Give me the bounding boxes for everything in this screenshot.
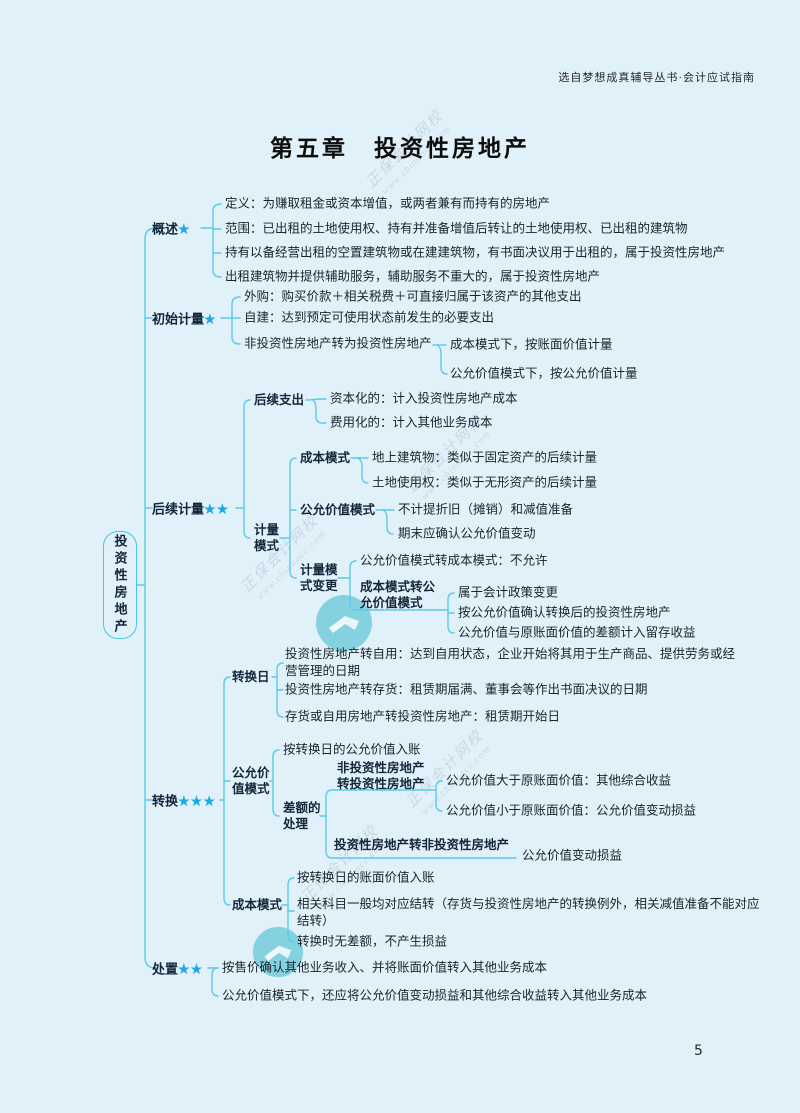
importance-stars: ★: [204, 311, 217, 327]
node-inv-to-non-inv-result: 公允价值变动损益: [522, 848, 623, 863]
node-expenditure-capitalized: 资本化的：计入投资性房地产成本: [330, 391, 518, 406]
mindmap-root-node: 投资性房地产: [103, 531, 137, 639]
node-mode-cost: 成本模式: [300, 451, 351, 465]
node-mode-cost-land: 土地使用权：类似于无形资产的后续计量: [372, 475, 598, 490]
node-overview-ancillary-service: 出租建筑物并提供辅助服务，辅助服务不重大的，属于投资性房地产: [225, 269, 601, 284]
branch-disposal: 处置★★: [152, 961, 204, 977]
node-cost-mode-no-difference: 转换时无差额，不产生损益: [297, 934, 448, 949]
node-fv-difference: 差额的处理: [283, 801, 321, 831]
importance-stars: ★★★: [178, 793, 216, 809]
node-inv-to-non-inv: 投资性房地产转非投资性房地产: [334, 838, 510, 852]
importance-stars: ★: [178, 221, 191, 237]
branch-overview: 概述★: [152, 221, 191, 237]
node-conversion-fv-mode: 公允价值模式: [232, 766, 270, 796]
node-mode-fv-no-depreciation: 不计提折旧（摊销）和减值准备: [398, 502, 574, 517]
node-expenditure-expensed: 费用化的：计入其他业务成本: [330, 415, 493, 430]
node-mode-change: 计量模式变更: [300, 563, 338, 593]
book-series-imprint: 选自梦想成真辅导丛书·会计应试指南: [558, 72, 755, 84]
node-cost-to-fv-policy-change: 属于会计政策变更: [458, 585, 559, 600]
node-initial-transfer-cost-mode: 成本模式下，按账面价值计量: [450, 337, 613, 352]
node-change-cost-to-fv: 成本模式转公允价值模式: [360, 580, 436, 610]
node-disposal-revenue: 按售价确认其他业务收入、并将账面价值转入其他业务成本: [222, 960, 548, 975]
node-cost-to-fv-recognize-fv: 按公允价值确认转换后的投资性房地产: [458, 605, 671, 620]
node-disposal-fv-note: 公允价值模式下，还应将公允价值变动损益和其他综合收益转入其他业务成本: [222, 988, 648, 1003]
node-change-fv-to-cost: 公允价值模式转成本模式：不允许: [360, 553, 548, 568]
node-date-to-inventory: 投资性房地产转存货：租赁期届满、董事会等作出书面决议的日期: [285, 682, 648, 697]
node-overview-vacant-building: 持有以备经营出租的空置建筑物或在建建筑物，有书面决议用于出租的，属于投资性房地产: [225, 245, 726, 260]
importance-stars: ★★: [204, 501, 230, 517]
branch-conversion: 转换★★★: [152, 793, 216, 809]
node-non-inv-to-inv-loss: 公允价值小于原账面价值：公允价值变动损益: [446, 803, 697, 818]
importance-stars: ★★: [178, 961, 204, 977]
branch-subsequent-measurement: 后续计量★★: [152, 501, 230, 517]
node-initial-transfer-fv-mode: 公允价值模式下，按公允价值计量: [450, 366, 638, 381]
node-overview-definition: 定义：为赚取租金或资本增值，或两者兼有而持有的房地产: [225, 196, 551, 211]
node-overview-scope: 范围：已出租的土地使用权、持有并准备增值后转让的土地使用权、已出租的建筑物: [225, 221, 688, 236]
node-date-to-investment: 存货或自用房地产转投资性房地产：租赁期开始日: [285, 709, 561, 724]
node-measurement-mode: 计量模式: [254, 523, 280, 553]
node-initial-self-build: 自建：达到预定可使用状态前发生的必要支出: [244, 310, 495, 325]
node-mode-fv-recognize-change: 期末应确认公允价值变动: [398, 526, 536, 541]
node-initial-purchase: 外购：购买价款＋相关税费＋可直接归属于该资产的其他支出: [244, 289, 582, 304]
node-conversion-date: 转换日: [232, 670, 270, 684]
chapter-title: 第五章 投资性房地产: [270, 136, 530, 162]
node-date-to-own-use: 投资性房地产转自用：达到自用状态，企业开始将其用于生产商品、提供劳务或经营管理的…: [285, 647, 736, 678]
node-cost-mode-entry: 按转换日的账面价值入账: [297, 870, 435, 885]
node-cost-to-fv-difference: 公允价值与原账面价值的差额计入留存收益: [458, 625, 696, 640]
node-mode-cost-building: 地上建筑物：类似于固定资产的后续计量: [372, 450, 598, 465]
page-number: 5: [694, 1043, 703, 1059]
node-mode-fv: 公允价值模式: [300, 503, 376, 517]
node-non-inv-to-inv: 非投资性房地产转投资性房地产: [337, 761, 425, 791]
node-initial-transfer-in: 非投资性房地产转为投资性房地产: [244, 336, 432, 351]
node-fv-mode-entry: 按转换日的公允价值入账: [283, 742, 421, 757]
node-subsequent-expenditure: 后续支出: [254, 393, 305, 407]
node-non-inv-to-inv-gain: 公允价值大于原账面价值：其他综合收益: [446, 773, 672, 788]
node-cost-mode-carryover: 相关科目一般均对应结转（存货与投资性房地产的转换例外，相关减值准备不能对应结转）: [297, 897, 760, 928]
branch-initial-measurement: 初始计量★: [152, 311, 217, 327]
node-conversion-cost-mode: 成本模式: [232, 898, 283, 912]
